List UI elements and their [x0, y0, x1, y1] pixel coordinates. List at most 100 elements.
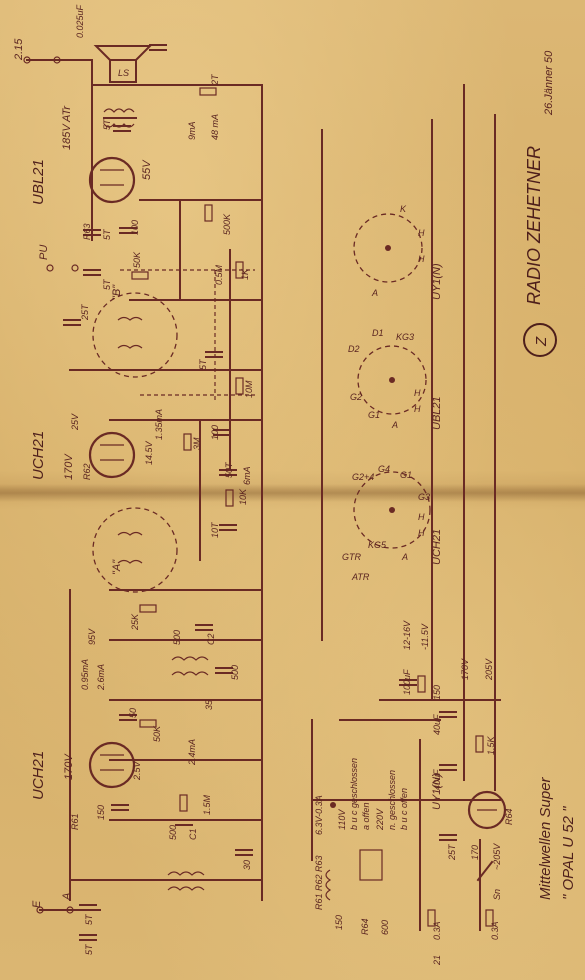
- resistor-50k-b: [139, 719, 157, 728]
- resistor-1-5k: [475, 735, 484, 753]
- terminal-pu-b[interactable]: [71, 264, 79, 272]
- volt-145-label: 14.5V: [144, 440, 154, 465]
- c50t-label: 50T: [224, 461, 234, 478]
- r50kb-label: 50K: [152, 725, 162, 742]
- heater-dropper-coil: [325, 869, 332, 901]
- volt-12-16-label: 12-16V: [402, 620, 412, 650]
- c150-label: 150: [96, 805, 106, 820]
- ubl21-pinout: D2 D1 KG3 G1 G2 A H H: [348, 328, 421, 430]
- uy1n-pin-h1: H: [418, 228, 425, 238]
- terminal-e-label: E: [31, 900, 43, 908]
- current-24-label: 2.4mA: [187, 739, 197, 766]
- current-6-label: 6mA: [242, 466, 252, 485]
- current-26-label: 2.6mA: [96, 664, 106, 691]
- r61-label: R61: [70, 813, 80, 830]
- antenna-coil-2: [167, 886, 205, 891]
- c5t2-label: 5T: [102, 228, 112, 240]
- zehetner-logo-icon: [523, 323, 557, 357]
- ubl21-pinout-socket: [357, 345, 427, 415]
- cap-0025-label: 0.025uF: [75, 4, 85, 38]
- c5t6-label: 5T: [84, 913, 94, 925]
- socket-b-label: "B": [111, 284, 123, 300]
- r2t-label: 2T: [210, 73, 220, 86]
- c50-label: 50: [128, 708, 138, 718]
- uy1n-pin-h2: H: [418, 254, 425, 264]
- r15m-label: 1.5M: [202, 794, 212, 815]
- uch21-mid-tube: [88, 431, 136, 479]
- maker-label: RADIO ZEHETNER: [524, 146, 544, 305]
- ls-label: LS: [118, 68, 129, 78]
- speaker-cone-icon: [93, 45, 153, 61]
- r61-62-63-label: R61 R62 R63: [314, 855, 324, 910]
- r63-label: R63: [82, 223, 92, 240]
- paper-fold: [0, 484, 585, 502]
- c170-label: 170: [470, 845, 480, 860]
- r1k-label: 1K: [240, 268, 250, 280]
- volt-205ac-label: ~205V: [492, 843, 502, 870]
- ubl21-pin-h2: H: [414, 404, 421, 414]
- note-n-geschlossen: n. geschlossen: [387, 770, 397, 830]
- uch21-pin-g24: G2+4: [352, 472, 374, 482]
- uch21-pin-h1: H: [418, 512, 425, 522]
- uy1n-pinout: A K H H: [371, 204, 425, 298]
- resistor-3m: [183, 433, 192, 451]
- resistor-150: [417, 675, 426, 693]
- uch21-pin-g3: G3: [418, 492, 430, 502]
- resistor-10m: [235, 377, 244, 395]
- c500b-label: 500: [230, 665, 240, 680]
- c100-label: 100: [130, 220, 140, 235]
- r50k-label: 50K: [132, 251, 142, 268]
- if-a-coil: [117, 531, 143, 536]
- note-220v: 220V: [375, 808, 385, 831]
- tube-label-uy1n: UY1(N): [431, 773, 443, 810]
- resistor-10k: [225, 489, 234, 507]
- uy1n-pin-a: A: [371, 288, 378, 298]
- fuse-label: 0.3A: [432, 921, 442, 940]
- r64-heater-label: R64: [360, 918, 370, 935]
- if-b-coil-2: [117, 344, 143, 349]
- uch21-pin-h2: H: [418, 528, 425, 538]
- c5t5-label: 5T: [198, 358, 208, 370]
- r150-label: 150: [432, 685, 442, 700]
- uch21-pinout: GTR G2+4 G4 ATR KG5 G1 A H H G3: [342, 464, 430, 582]
- r3m-label: 3M: [192, 437, 202, 450]
- ubl21-pin-g1: G1: [368, 410, 380, 420]
- c25t2-label: 25T: [447, 843, 457, 861]
- pinout-title-ubl21: UBL21: [431, 396, 443, 430]
- uy1n-key: [385, 245, 391, 251]
- power-switch-icon[interactable]: [476, 860, 494, 882]
- terminal-pu-a[interactable]: [46, 264, 54, 272]
- terminal-pu-label: PU: [38, 245, 50, 260]
- c500c-label: 500: [168, 825, 178, 840]
- capacitor-group: [63, 44, 457, 941]
- switch-label: Sn: [492, 889, 502, 900]
- volt-170b-label: 170V: [63, 753, 75, 780]
- fuse-0-3a-2: [485, 909, 494, 927]
- pinout-title-uch21: UCH21: [431, 529, 443, 565]
- fuse-0-3a: [427, 909, 436, 927]
- ubl21-pin-g2: G2: [350, 392, 362, 402]
- resistor-25k: [139, 604, 157, 613]
- cap-40uf-label: 40uF: [432, 714, 442, 735]
- volt-95-label: 95V: [87, 628, 97, 645]
- note-buc-offen: b u c offen: [399, 788, 409, 830]
- uch21-left-tube: [88, 741, 136, 789]
- volt-55-label: 55V: [141, 159, 153, 180]
- r15k-label: 1.5K: [486, 735, 496, 755]
- volt-170c-label: 170V: [460, 658, 470, 680]
- if-a-coil-2: [117, 559, 143, 564]
- note-a-offen: a offen: [361, 802, 371, 830]
- uch21-pin-gtr: GTR: [342, 552, 361, 562]
- resistor-500k: [204, 204, 213, 222]
- note-110v: 110V: [337, 809, 347, 830]
- uy1n-pin-k: K: [400, 204, 407, 214]
- uch21-pinout-socket: [353, 471, 431, 549]
- title-line1: Mittelwellen Super: [537, 776, 554, 900]
- resistor-50k: [131, 271, 149, 280]
- title-line2: " OPAL U 52 ": [560, 806, 577, 900]
- volt-115-label: -11.5V: [420, 623, 430, 650]
- if-transformer-b: [92, 292, 178, 378]
- voltage-selector[interactable]: [359, 849, 383, 881]
- socket-a-label: "A": [111, 559, 123, 575]
